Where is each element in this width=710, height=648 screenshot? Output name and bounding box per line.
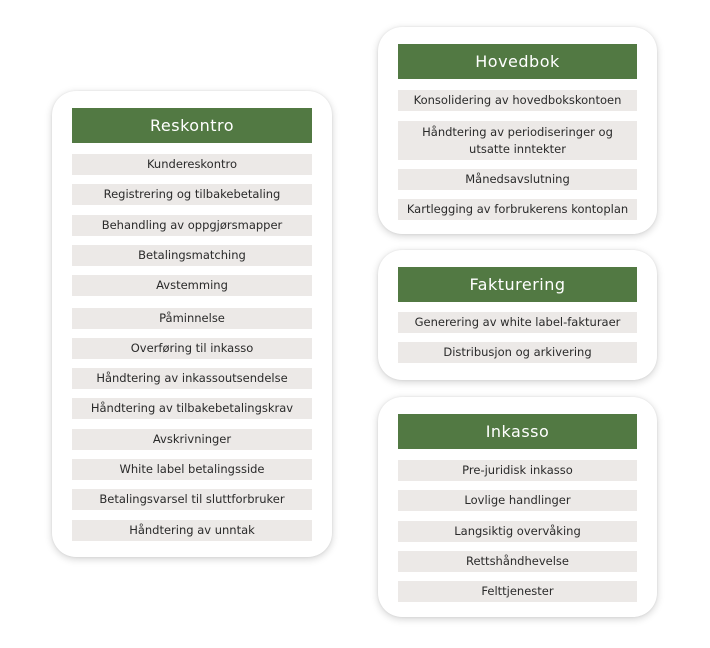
list-item: Betalingsmatching bbox=[72, 245, 312, 266]
list-item: Påminnelse bbox=[72, 308, 312, 329]
list-item: Avskrivninger bbox=[72, 429, 312, 450]
card-inkasso: Inkasso Pre-juridisk inkasso Lovlige han… bbox=[378, 397, 657, 617]
list-item: Overføring til inkasso bbox=[72, 338, 312, 359]
card-reskontro: Reskontro Kundereskontro Registrering og… bbox=[52, 91, 332, 557]
list-item: Langsiktig overvåking bbox=[398, 521, 637, 542]
list-item: Håndtering av inkassoutsendelse bbox=[72, 368, 312, 389]
card-header-fakturering: Fakturering bbox=[398, 267, 637, 302]
list-item: Behandling av oppgjørsmapper bbox=[72, 215, 312, 236]
list-item: Lovlige handlinger bbox=[398, 490, 637, 511]
card-header-inkasso: Inkasso bbox=[398, 414, 637, 449]
list-item: Håndtering av periodiseringer og utsatte… bbox=[398, 121, 637, 160]
list-item: Håndtering av unntak bbox=[72, 520, 312, 541]
list-item: Avstemming bbox=[72, 275, 312, 296]
card-fakturering: Fakturering Generering av white label-fa… bbox=[378, 250, 657, 380]
card-header-hovedbok: Hovedbok bbox=[398, 44, 637, 79]
list-item: Betalingsvarsel til sluttforbruker bbox=[72, 489, 312, 510]
list-item: Pre-juridisk inkasso bbox=[398, 460, 637, 481]
list-item: Felttjenester bbox=[398, 581, 637, 602]
card-hovedbok: Hovedbok Konsolidering av hovedbokskonto… bbox=[378, 27, 657, 234]
list-item: Konsolidering av hovedbokskontoen bbox=[398, 90, 637, 111]
list-item: Registrering og tilbakebetaling bbox=[72, 184, 312, 205]
list-item: Generering av white label-fakturaer bbox=[398, 312, 637, 333]
list-item: White label betalingsside bbox=[72, 459, 312, 480]
card-header-reskontro: Reskontro bbox=[72, 108, 312, 143]
list-item: Kartlegging av forbrukerens kontoplan bbox=[398, 199, 637, 220]
list-item: Månedsavslutning bbox=[398, 169, 637, 190]
list-item: Kundereskontro bbox=[72, 154, 312, 175]
list-item: Rettshåndhevelse bbox=[398, 551, 637, 572]
list-item: Distribusjon og arkivering bbox=[398, 342, 637, 363]
list-item: Håndtering av tilbakebetalingskrav bbox=[72, 398, 312, 419]
